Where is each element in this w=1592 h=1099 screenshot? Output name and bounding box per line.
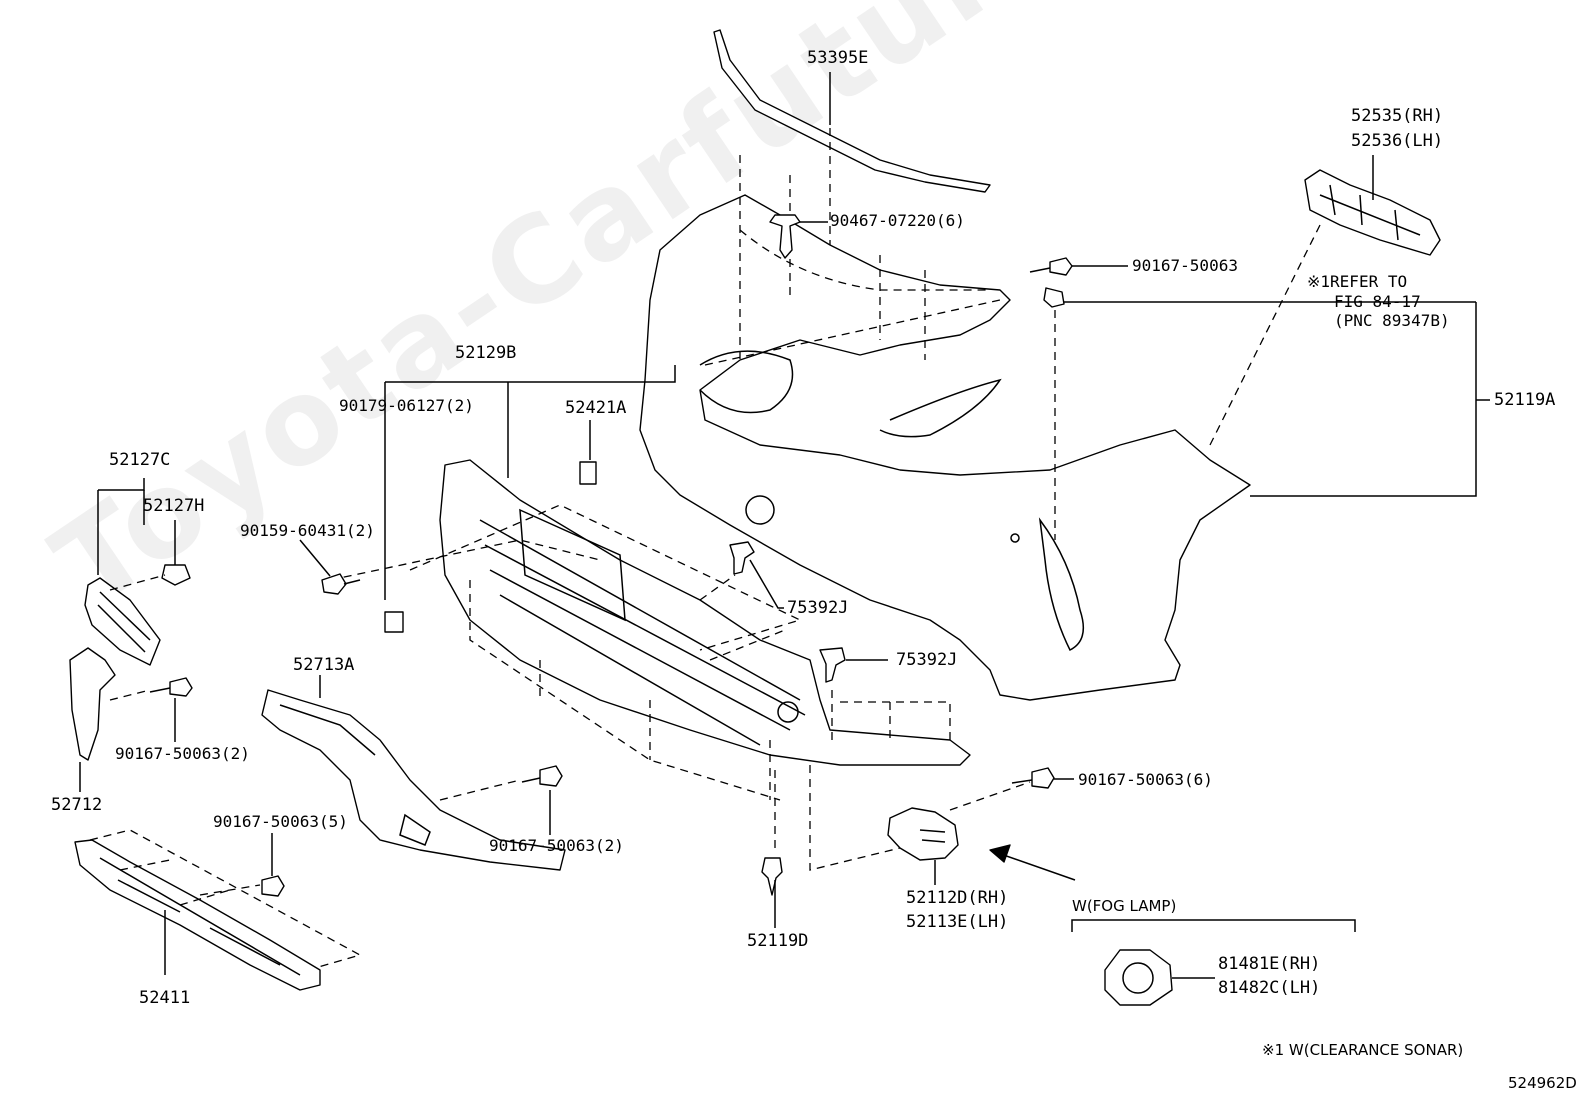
- label-90159: 90159-60431(2): [240, 521, 375, 540]
- label-90167-left: 90167-50063(2): [115, 744, 250, 763]
- part-52535-bracket: [1304, 169, 1441, 256]
- label-fog-lamp-group: W(FOG LAMP): [1072, 897, 1177, 915]
- label-90167-mid5: 90167-50063(5): [213, 812, 348, 831]
- label-52127H: 52127H: [143, 496, 205, 516]
- label-52535: 52535(RH): [1351, 106, 1444, 126]
- footnote-clearance-sonar: ※1 W(CLEARANCE SONAR): [1262, 1041, 1464, 1059]
- label-52127C: 52127C: [109, 450, 171, 470]
- part-52119A-bumper-cover: [639, 194, 1251, 701]
- part-52411-spoiler: [74, 839, 321, 991]
- part-81481E-fog-lamp: [1104, 949, 1173, 1006]
- part-52129B-grille: [439, 459, 971, 766]
- label-75392J-b: 75392J: [896, 650, 958, 670]
- part-90159-bolt: [321, 573, 361, 595]
- part-90167-bolt-right6: [1011, 767, 1055, 789]
- label-53395E: 53395E: [807, 48, 869, 68]
- label-52112D: 52112D(RH): [906, 888, 1009, 908]
- label-81482C: 81482C(LH): [1218, 978, 1321, 998]
- label-52712: 52712: [51, 795, 103, 815]
- label-52119A: 52119A: [1494, 390, 1556, 410]
- part-52112D-bracket: [887, 807, 959, 861]
- label-90167-right6: 90167-50063(6): [1078, 770, 1213, 789]
- label-75392J-a: 75392J: [787, 598, 849, 618]
- part-52127C-garnish: [84, 577, 161, 666]
- part-75392J-clip-b: [819, 647, 846, 683]
- part-90179-nut: [384, 611, 404, 633]
- label-81481E: 81481E(RH): [1218, 954, 1321, 974]
- arrow-fog-lamp-view: [989, 844, 1076, 881]
- part-75392J-clip-a: [729, 541, 755, 575]
- label-refer-1: ※1REFER TO: [1307, 272, 1408, 291]
- part-52712-bracket: [69, 647, 116, 761]
- label-90167-mid2: 90167-50063(2): [489, 836, 624, 855]
- part-52127H-clip: [161, 564, 191, 586]
- label-refer-3: (PNC 89347B): [1334, 311, 1450, 330]
- label-90167-top: 90167-50063: [1132, 256, 1238, 275]
- part-90167-bolt-mid5: [261, 875, 285, 897]
- label-52536: 52536(LH): [1351, 131, 1444, 151]
- figure-id: 524962D: [1508, 1074, 1577, 1092]
- label-52119D: 52119D: [747, 931, 809, 951]
- label-52421A: 52421A: [565, 398, 627, 418]
- label-90467: 90467-07220(6): [830, 211, 965, 230]
- label-52129B: 52129B: [455, 343, 517, 363]
- part-52421A-clip: [579, 461, 597, 485]
- label-52113E: 52113E(LH): [906, 912, 1009, 932]
- label-52713A: 52713A: [293, 655, 355, 675]
- part-53395E-strip: [713, 29, 991, 193]
- part-90167-bolt-top: [1029, 257, 1073, 276]
- part-sonar-clip: [1043, 287, 1065, 308]
- part-52713A-garnish: [261, 689, 566, 871]
- part-52119D-clip: [761, 857, 783, 896]
- label-refer-2: FIG 84-17: [1334, 292, 1421, 311]
- part-90167-bolt-mid2: [521, 765, 563, 787]
- part-90167-bolt-left: [149, 677, 193, 697]
- label-90179: 90179-06127(2): [339, 396, 474, 415]
- part-90467-clip: [769, 214, 801, 259]
- label-52411: 52411: [139, 988, 191, 1008]
